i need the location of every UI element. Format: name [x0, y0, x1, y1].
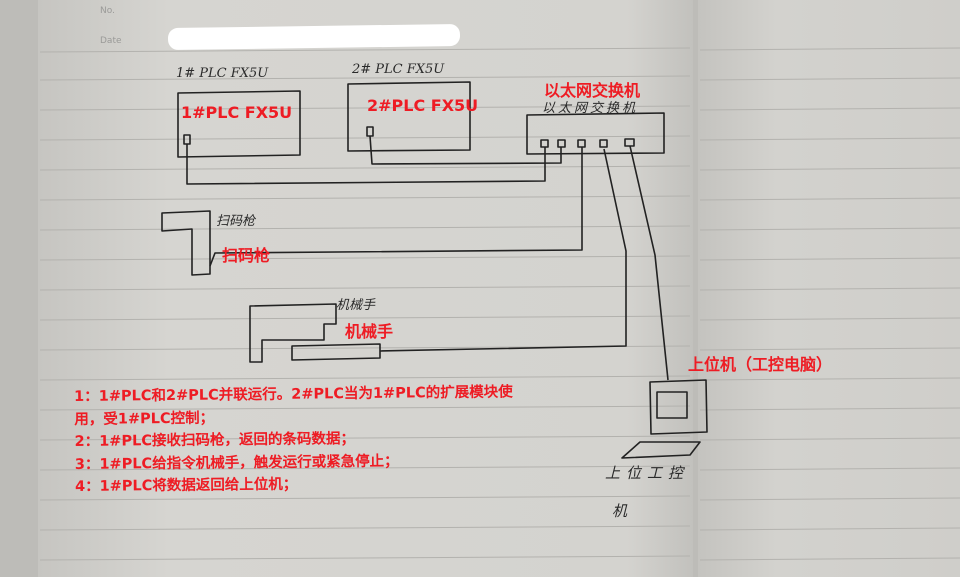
switch-port-5 [624, 138, 635, 147]
handwritten-pc: 上位工控 [605, 464, 690, 482]
plc2-port [366, 126, 374, 137]
robot-shape [249, 303, 337, 363]
handwritten-scanner: 扫码枪 [216, 214, 256, 229]
redacted-title [167, 23, 461, 51]
switch-box [526, 112, 665, 155]
pc-keyboard [621, 441, 701, 459]
handwritten-plc1: 1# PLC FX5U [176, 66, 269, 81]
handwritten-robot: 机械手 [336, 298, 376, 313]
switch-port-3 [577, 139, 586, 148]
label-plc2: 2#PLC FX5U [367, 96, 479, 115]
switch-port-1 [540, 139, 549, 148]
handwritten-switch: 以太网交换机 [542, 101, 639, 116]
robot-arm [291, 343, 381, 361]
label-scanner: 扫码枪 [222, 246, 271, 265]
pc-monitor [649, 379, 708, 435]
wire-plc1 [186, 144, 546, 185]
header-no-label: No. [100, 6, 115, 16]
label-robot: 机械手 [345, 322, 394, 341]
pc-screen [656, 391, 688, 419]
note-line: 4：1#PLC将数据返回给上位机； [74, 476, 298, 495]
switch-port-4 [599, 139, 608, 148]
label-pc: 上位机（工控电脑） [688, 355, 833, 374]
label-plc1: 1#PLC FX5U [181, 103, 293, 122]
label-switch: 以太网交换机 [544, 81, 641, 100]
scanner-shape [161, 210, 211, 276]
note-line: 1：1#PLC和2#PLC并联运行。2#PLC当为1#PLC的扩展模块使 [74, 384, 513, 405]
wire-robot [379, 148, 627, 352]
header-date-label: Date [100, 36, 122, 46]
wire-pc [629, 145, 669, 381]
handwritten-pc-2: 机 [612, 502, 628, 520]
plc1-box [177, 90, 301, 158]
ruled-lines [39, 47, 960, 561]
wire-plc2 [369, 135, 562, 165]
plc2-box [347, 81, 471, 152]
notes-block: 1：1#PLC和2#PLC并联运行。2#PLC当为1#PLC的扩展模块使 用，受… [74, 381, 514, 498]
handwritten-plc2: 2# PLC FX5U [352, 62, 445, 77]
wire-scanner [209, 147, 583, 267]
notebook-left-page [38, 0, 693, 577]
switch-port-2 [557, 139, 566, 148]
